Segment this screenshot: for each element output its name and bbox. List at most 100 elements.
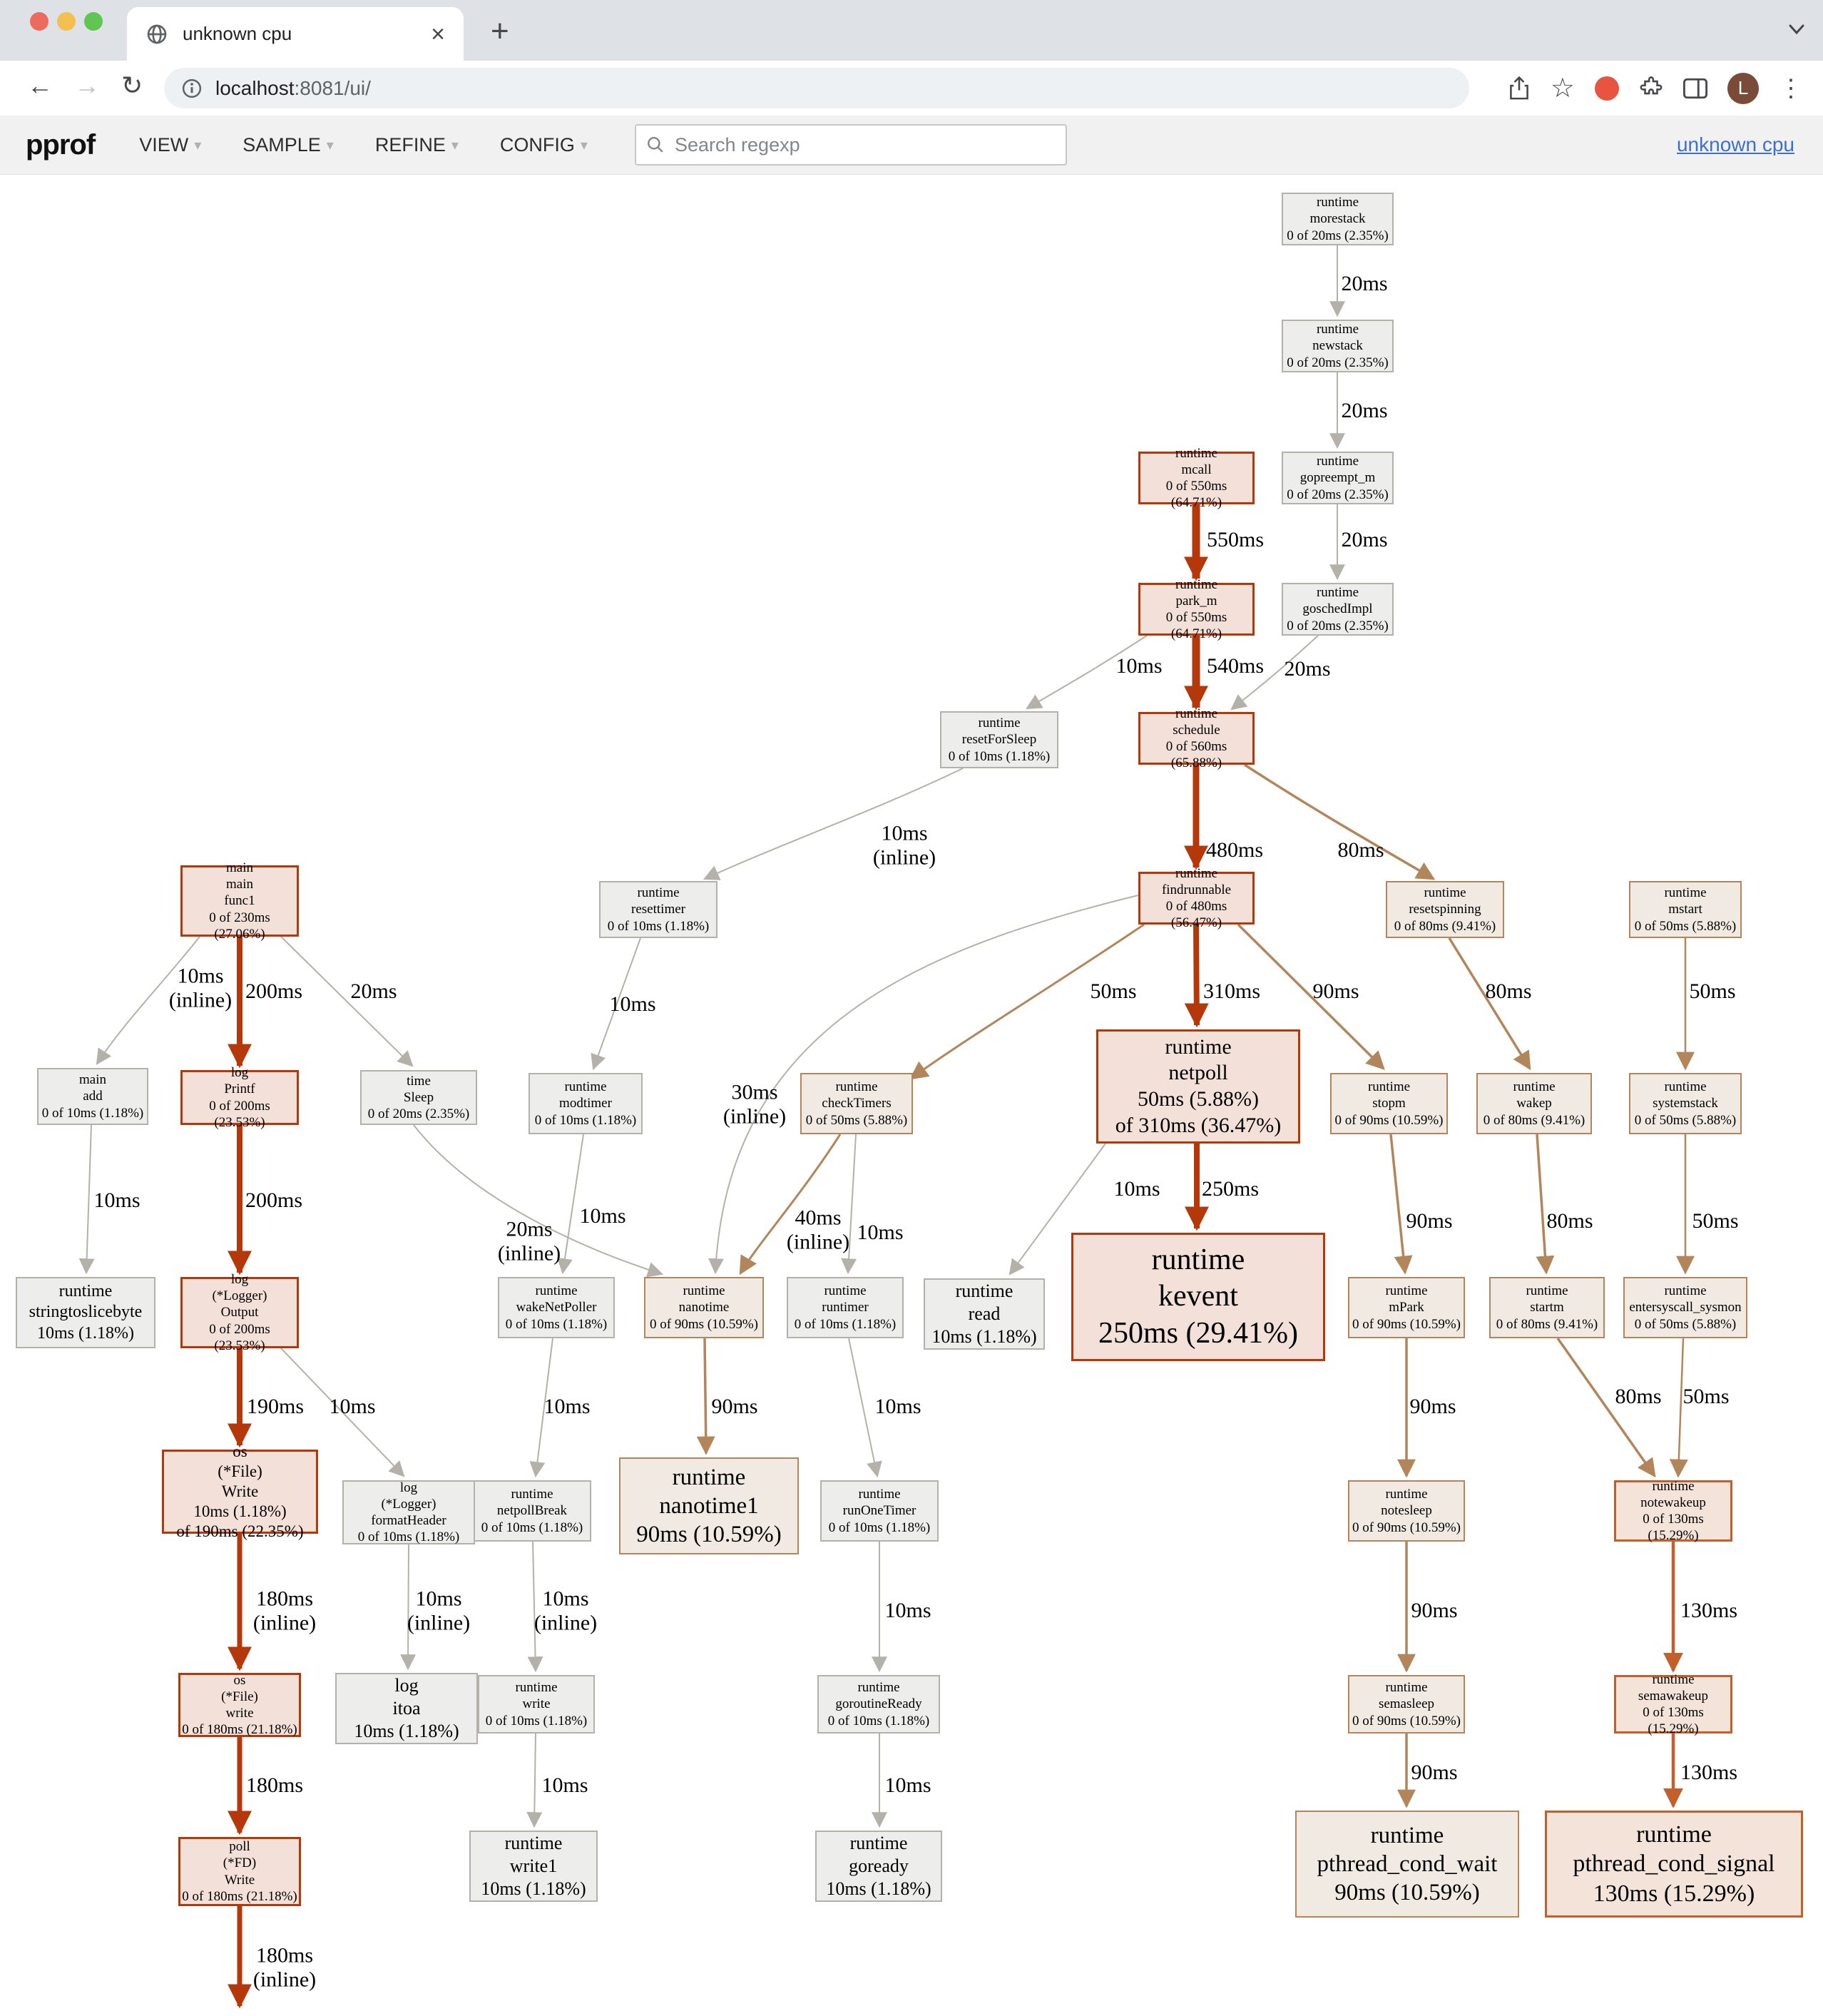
browser-tab[interactable]: unknown cpu × bbox=[127, 7, 464, 61]
window-close-button[interactable] bbox=[30, 12, 48, 31]
url-bar[interactable]: localhost:8081/ui/ bbox=[164, 68, 1469, 108]
window-minimize-button[interactable] bbox=[57, 12, 76, 31]
menu-config[interactable]: CONFIG ▾ bbox=[500, 134, 588, 156]
new-tab-button[interactable]: + bbox=[491, 14, 509, 49]
node-line: runtime bbox=[58, 1282, 113, 1301]
search-input[interactable] bbox=[675, 133, 1056, 156]
node-line: runtime bbox=[1316, 195, 1359, 210]
bookmark-star-icon[interactable]: ☆ bbox=[1550, 73, 1575, 103]
reload-icon[interactable]: ↻ bbox=[121, 71, 143, 100]
menu-view-label: VIEW bbox=[139, 133, 189, 156]
extension-badge-icon[interactable] bbox=[1595, 76, 1619, 101]
node-line: netpoll bbox=[1168, 1061, 1228, 1085]
menu-view[interactable]: VIEW ▾ bbox=[139, 134, 201, 156]
node-line: log bbox=[394, 1675, 419, 1696]
edge-formatHeader-itoa bbox=[400, 1544, 417, 1671]
node-line: runtime bbox=[1652, 1478, 1695, 1494]
edge-label-func1-sleep: 20ms bbox=[350, 979, 397, 1004]
node-line: 0 of 10ms (1.18%) bbox=[485, 1713, 588, 1729]
pprof-toolbar: pprof VIEW ▾ SAMPLE ▾ REFINE ▾ CONFIG ▾ … bbox=[0, 116, 1823, 175]
window-zoom-button[interactable] bbox=[84, 12, 103, 31]
tab-search-chevron-down-icon[interactable] bbox=[1786, 21, 1807, 37]
node-line: 90ms (10.59%) bbox=[636, 1522, 782, 1548]
node-line: resettimer bbox=[631, 902, 685, 917]
profile-avatar[interactable]: L bbox=[1727, 72, 1759, 104]
node-line: stringtoslicebyte bbox=[29, 1303, 143, 1322]
node-line: nanotime1 bbox=[659, 1492, 759, 1519]
node-line: (*FD) bbox=[223, 1855, 257, 1871]
node-line: 0 of 10ms (1.18%) bbox=[794, 1316, 897, 1332]
site-info-icon[interactable] bbox=[181, 78, 203, 99]
search-box[interactable] bbox=[634, 124, 1067, 166]
node-line: runtime bbox=[1370, 1822, 1444, 1848]
browser-menu-kebab-icon[interactable]: ⋮ bbox=[1779, 74, 1803, 102]
node-line: 0 of 480ms (56.47%) bbox=[1165, 899, 1227, 931]
menu-sample[interactable]: SAMPLE ▾ bbox=[242, 134, 334, 156]
side-panel-icon[interactable] bbox=[1683, 78, 1707, 99]
node-line: runtime bbox=[849, 1833, 908, 1854]
node-line: 0 of 230ms (27.06%) bbox=[209, 910, 270, 942]
node-line: runtime bbox=[955, 1281, 1013, 1302]
node-line: runtime bbox=[824, 1283, 867, 1299]
share-icon[interactable] bbox=[1508, 76, 1531, 101]
back-icon[interactable]: ← bbox=[27, 71, 53, 100]
extensions-puzzle-icon[interactable] bbox=[1639, 76, 1663, 101]
node-line: read bbox=[968, 1303, 1001, 1325]
profile-name-link[interactable]: unknown cpu bbox=[1676, 133, 1794, 156]
forward-icon[interactable]: → bbox=[74, 71, 100, 100]
tab-close-icon[interactable]: × bbox=[431, 20, 445, 48]
node-line: netpollBreak bbox=[496, 1503, 568, 1519]
menu-refine[interactable]: REFINE ▾ bbox=[375, 134, 459, 156]
